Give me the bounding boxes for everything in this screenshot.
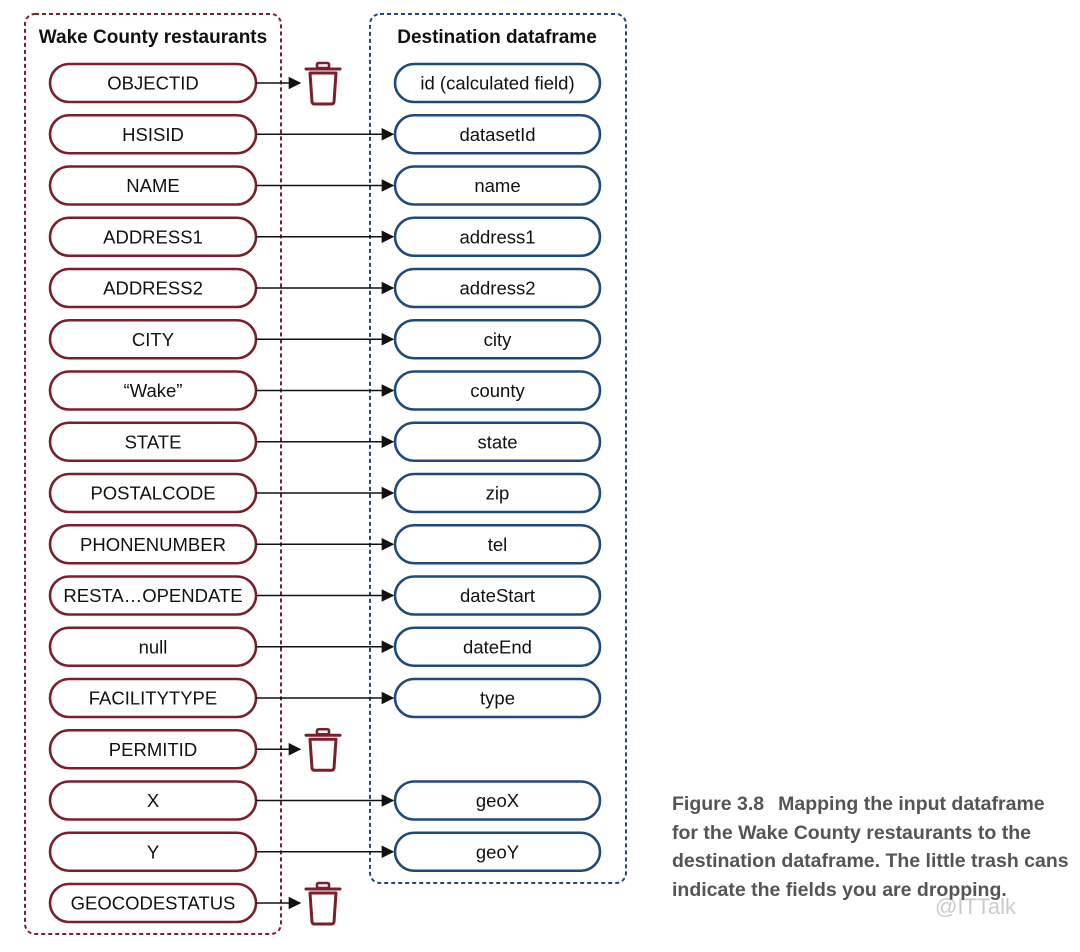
dest-field-pill — [393, 626, 602, 668]
dest-field-label: datasetId — [459, 124, 535, 145]
source-field-label: ADDRESS2 — [103, 278, 203, 299]
watermark: @ITTalk — [935, 894, 1017, 919]
dest-field-label: geoY — [476, 841, 519, 862]
dest-field-label: zip — [486, 483, 510, 504]
dest-field-label: name — [474, 175, 520, 196]
source-field-label: RESTA…OPENDATE — [63, 585, 242, 606]
dest-field-pill — [393, 523, 602, 565]
dest-field-label: id (calculated field) — [420, 73, 574, 94]
mapping-row: GEOCODESTATUS — [48, 881, 342, 926]
mapping-row: HSISID datasetId — [48, 113, 602, 155]
dest-field-pill — [393, 113, 602, 155]
dest-field-label: county — [470, 380, 525, 401]
dest-field-pill — [393, 165, 602, 206]
mapping-row: OBJECTID id (calculated field) — [48, 61, 602, 106]
source-panel-title: Wake County restaurants — [39, 27, 267, 48]
dest-field-pill — [393, 472, 602, 514]
dest-field-label: dateStart — [460, 585, 535, 606]
trash-icon — [304, 727, 342, 772]
source-panel — [24, 13, 282, 935]
dest-field-pill — [393, 780, 602, 821]
source-field-label: Y — [147, 841, 159, 862]
dest-field-pill — [393, 318, 602, 360]
dest-field-label: type — [480, 688, 515, 709]
dest-field-pill — [393, 421, 602, 463]
dest-field-label: tel — [488, 534, 508, 555]
mapping-row: RESTA…OPENDATE dateStart — [48, 575, 602, 616]
mapping-row: NAME name — [48, 165, 602, 206]
mapping-row: null dateEnd — [48, 626, 602, 668]
source-field-label: CITY — [132, 329, 174, 350]
source-field-label: NAME — [126, 175, 179, 196]
dest-field-label: geoX — [476, 790, 519, 811]
dest-field-label: address1 — [459, 226, 535, 247]
dest-field-pill — [393, 370, 602, 411]
dest-field-pill — [393, 216, 602, 258]
mapping-row: PHONENUMBER tel — [48, 523, 602, 565]
source-field-label: “Wake” — [124, 380, 183, 401]
dest-field-label: state — [477, 431, 517, 452]
figure-caption-text: Mapping the input dataframe for the Wake… — [672, 793, 1069, 901]
dest-field-pill — [393, 831, 602, 873]
dest-field-pill — [393, 677, 602, 719]
source-field-label: GEOCODESTATUS — [71, 893, 236, 914]
dest-field-label: city — [484, 329, 513, 350]
dest-panel — [369, 13, 627, 884]
mapping-row: ADDRESS1 address1 — [48, 216, 602, 258]
source-field-label: OBJECTID — [107, 73, 198, 94]
dest-field-pill — [393, 62, 602, 104]
source-field-label: FACILITYTYPE — [89, 688, 218, 709]
source-field-label: STATE — [125, 431, 182, 452]
mapping-row: ADDRESS2 address2 — [48, 267, 602, 309]
source-field-label: ADDRESS1 — [103, 226, 203, 247]
mapping-row: PERMITID — [48, 727, 342, 772]
mapping-row: FACILITYTYPE type — [48, 677, 602, 719]
dest-panel-title: Destination dataframe — [397, 27, 597, 48]
mapping-row: POSTALCODE zip — [48, 472, 602, 514]
dest-field-label: address2 — [459, 278, 535, 299]
dest-field-pill — [393, 575, 602, 616]
mapping-row: CITY city — [48, 318, 602, 360]
mapping-row: “Wake” county — [48, 370, 602, 411]
source-field-label: HSISID — [122, 124, 184, 145]
dest-field-label: dateEnd — [463, 636, 532, 657]
source-field-label: null — [139, 636, 168, 657]
rows-layer: OBJECTID id (calculated field) HSISID datas… — [48, 61, 602, 926]
trash-icon — [304, 881, 342, 926]
source-field-label: X — [147, 790, 159, 811]
figure-label: Figure 3.8 — [672, 793, 765, 815]
mapping-row: STATE state — [48, 421, 602, 463]
source-field-label: PERMITID — [109, 739, 197, 760]
source-field-label: POSTALCODE — [90, 483, 215, 504]
trash-icon — [304, 61, 342, 106]
source-field-label: PHONENUMBER — [80, 534, 226, 555]
dest-field-pill — [393, 267, 602, 309]
